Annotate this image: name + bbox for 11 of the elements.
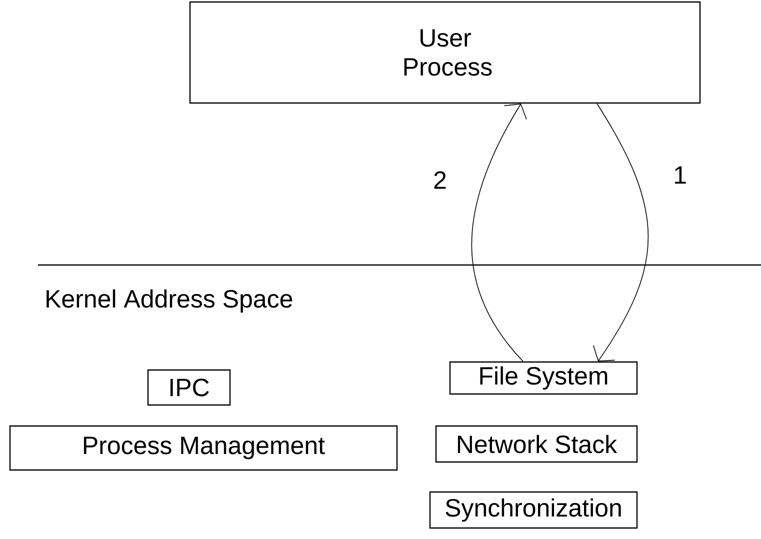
edge-label: 2: [432, 170, 448, 190]
process-box: Synchronization: [429, 491, 638, 529]
curved-arrow: [592, 103, 649, 362]
region-label: Kernel Address Space: [46, 289, 292, 313]
process-box: File System: [449, 361, 638, 395]
process-box: Network Stack: [435, 425, 638, 463]
process-box: IPC: [147, 369, 231, 406]
edge-label: 1: [672, 165, 688, 185]
process-box: Process Management: [9, 425, 398, 471]
curved-arrow: [471, 104, 527, 362]
process-box: User Process: [189, 1, 701, 104]
